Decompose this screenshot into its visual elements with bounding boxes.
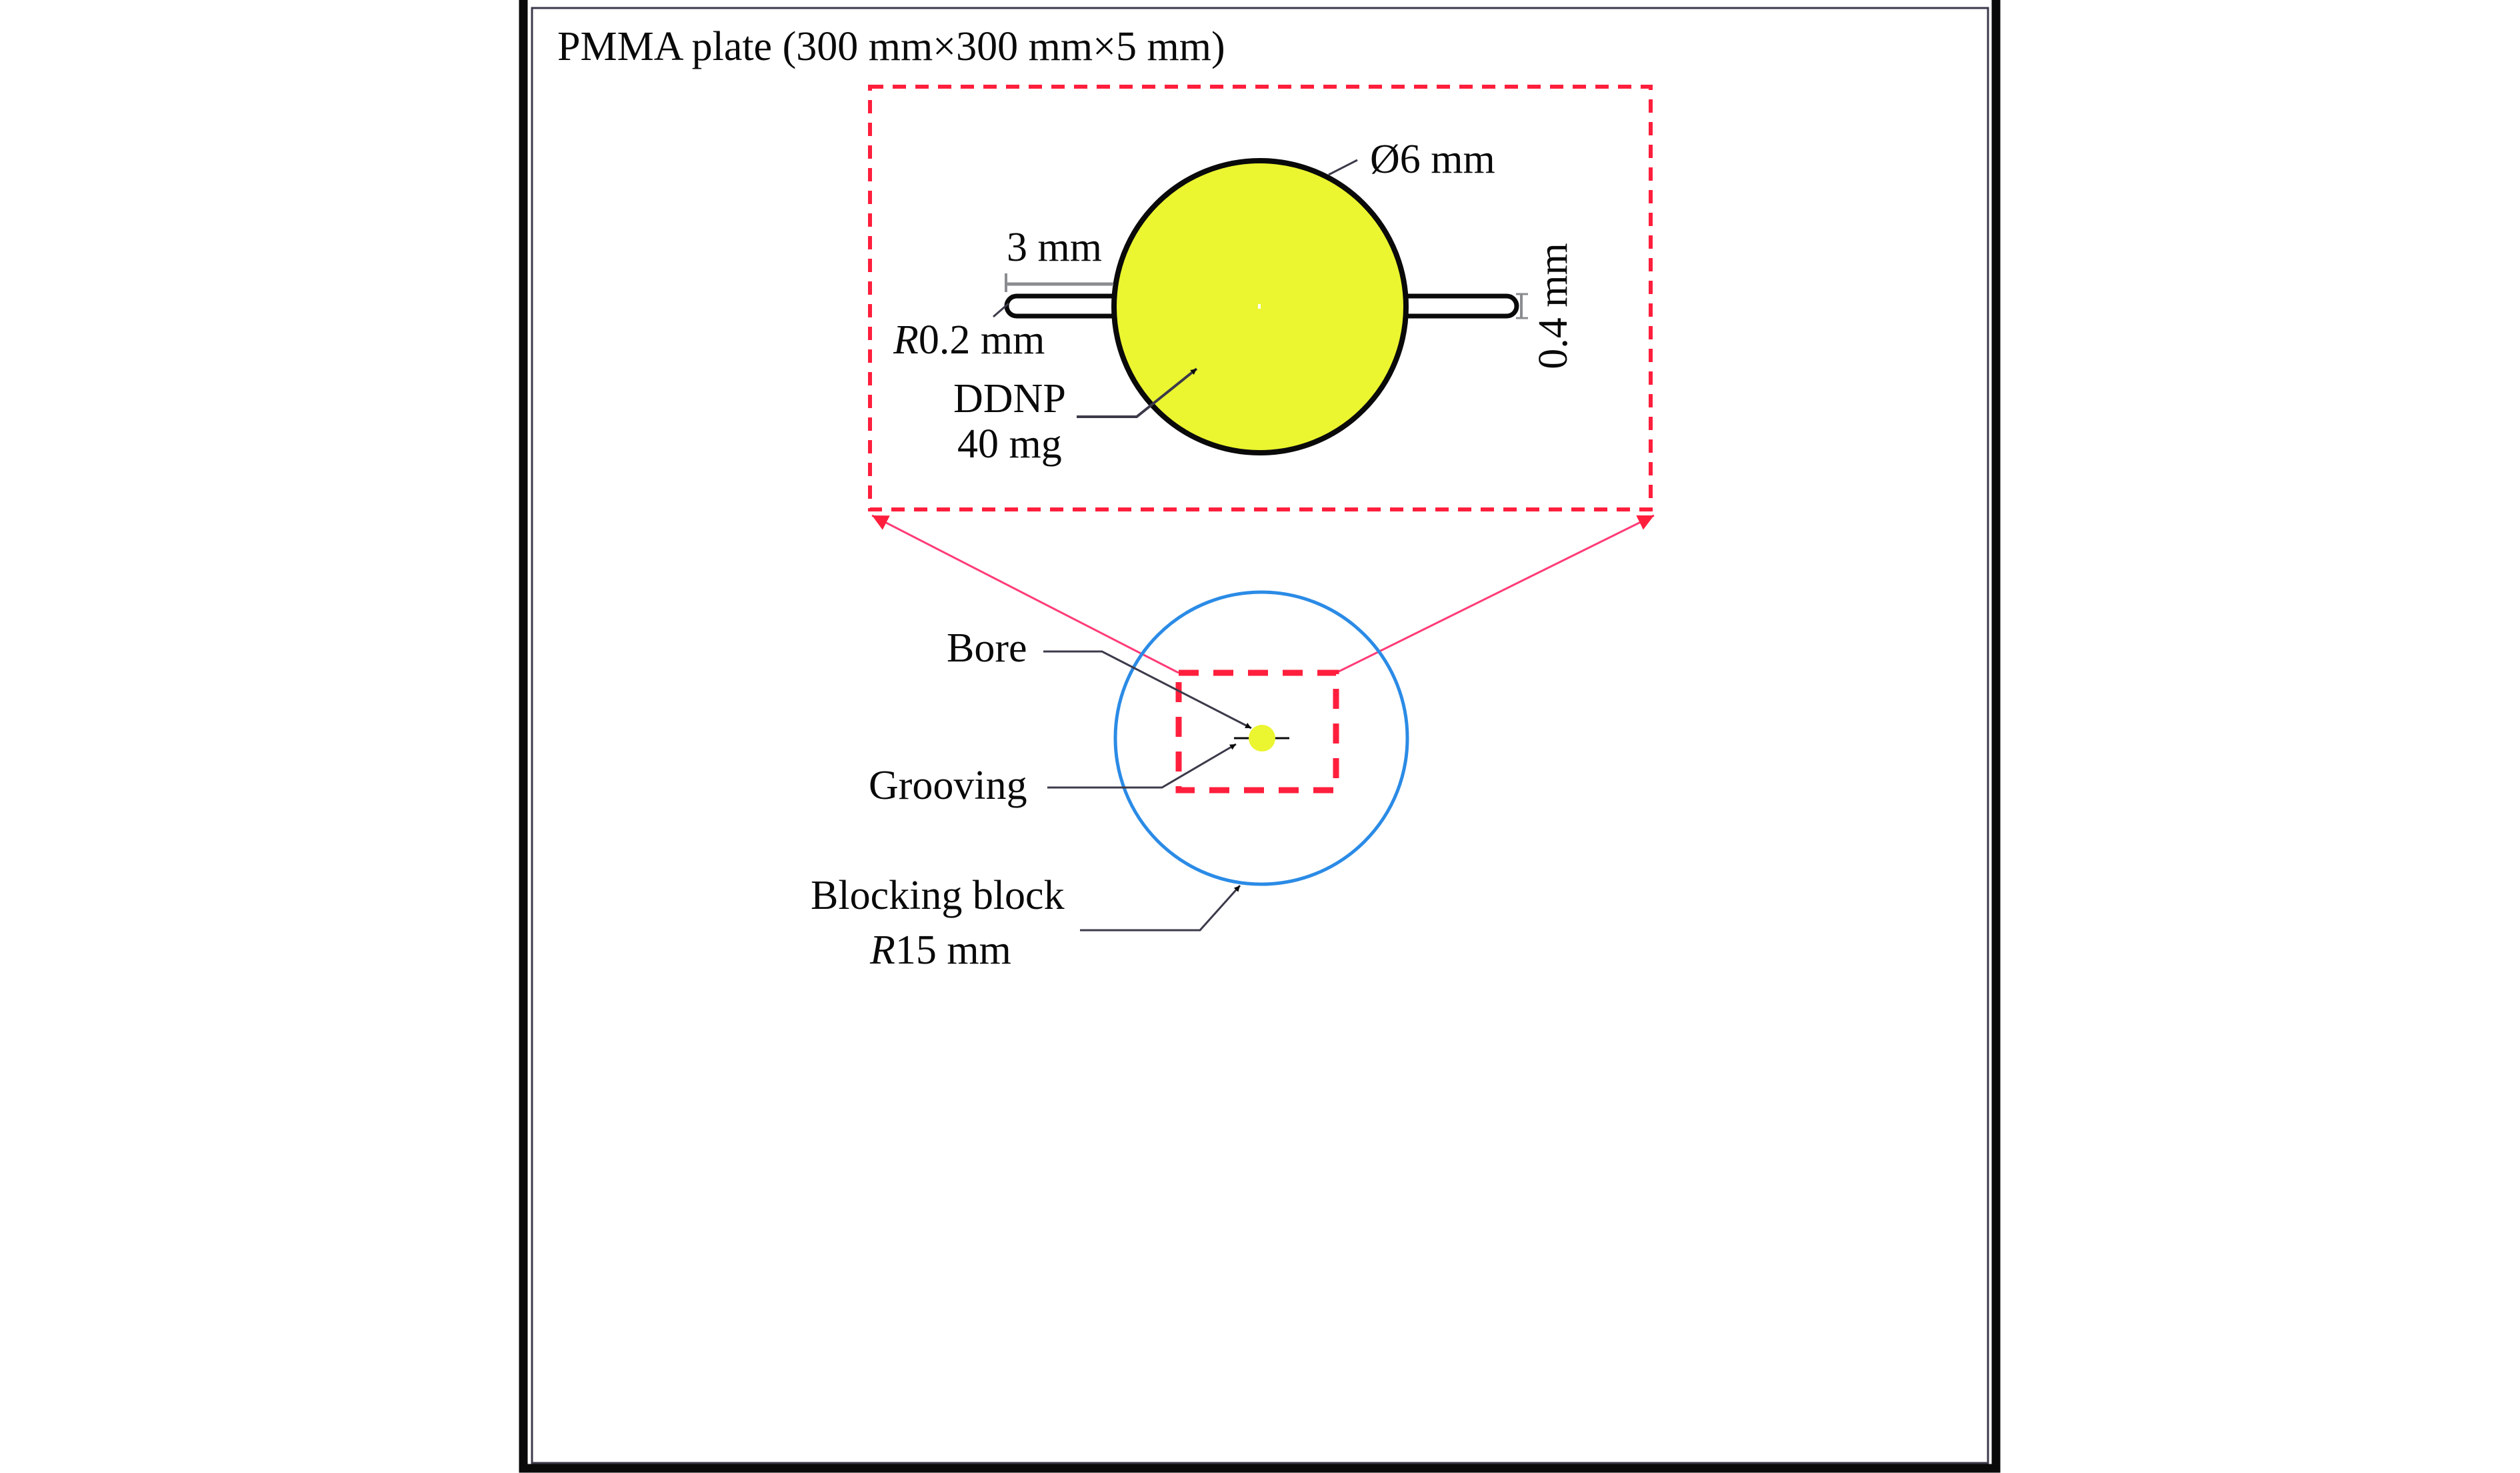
plate-label: PMMA plate (300 mm×300 mm×5 mm): [557, 24, 1225, 69]
groove-radius-label: R0.2 mm: [893, 317, 1045, 363]
groove-radius-prefix: R: [893, 317, 919, 363]
groove-length-dimension: [1005, 273, 1113, 292]
bore-label: Bore: [947, 625, 1027, 671]
groove-radius-value: 0.2 mm: [919, 317, 1045, 363]
right-groove: [1405, 293, 1519, 319]
groove-width-dimension: [1516, 293, 1528, 319]
groove-radius-leader: [993, 302, 1009, 318]
blocking-radius-label: R15 mm: [869, 928, 1011, 973]
charge-label-line2: 40 mg: [957, 421, 1062, 467]
blocking-label-line1: Blocking block: [811, 873, 1065, 918]
blocking-leader: [1080, 884, 1241, 932]
grooving-leader: [1047, 743, 1237, 789]
diameter-label: Ø6 mm: [1370, 137, 1495, 182]
groove-width-label: 0.4 mm: [1531, 243, 1576, 369]
groove-length-label: 3 mm: [1007, 225, 1102, 270]
overview-dashed-box: [1175, 669, 1339, 794]
overview-bore-dot: [1249, 725, 1275, 752]
blocking-radius-value: 15 mm: [895, 928, 1011, 973]
diameter-leader: [1328, 159, 1358, 176]
zoom-line-left: [871, 514, 1179, 674]
bore-leader: [1043, 650, 1252, 729]
blocking-block-circle: [1113, 590, 1409, 886]
blocking-radius-prefix: R: [869, 928, 895, 973]
charge-leader: [1077, 367, 1198, 418]
detail-view-dashed-box: [868, 85, 1653, 511]
grooving-label: Grooving: [869, 763, 1027, 808]
charge-label-line1: DDNP: [953, 376, 1066, 421]
pmma-plate-frame: [519, 0, 2001, 1473]
zoom-line-right: [1335, 514, 1655, 674]
center-mark: [1258, 304, 1261, 309]
left-groove: [1004, 293, 1115, 319]
